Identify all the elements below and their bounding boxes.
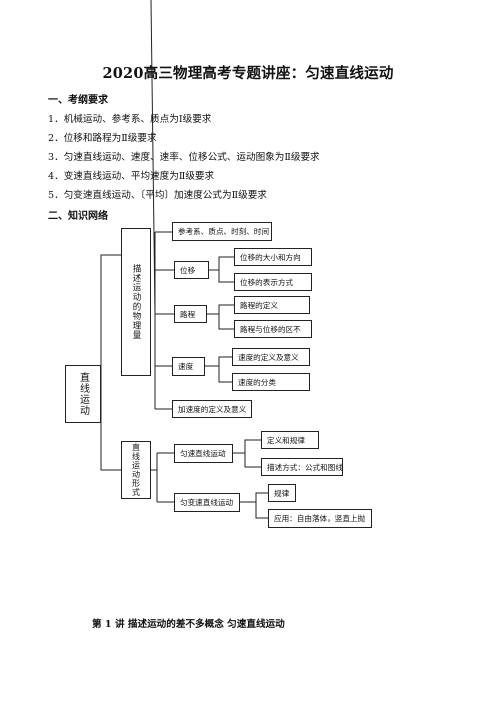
node-uniform-motion: 匀速直线运动 (174, 444, 233, 463)
connector (233, 439, 261, 454)
node-root-label: 直线运动 (77, 372, 89, 416)
node-describe-group: 描述运动的物理量 (121, 228, 151, 376)
lesson-heading: 第 1 讲 描述运动的差不多概念 匀速直线运动 (92, 619, 285, 630)
node-forms-group: 直线运动形式 (121, 441, 151, 499)
node-acceleration: 加速度的定义及意义 (172, 400, 252, 418)
node-uniform-description: 描述方式：公式和图线 (261, 458, 343, 476)
connector (150, 0, 156, 316)
node-displacement-representation: 位移的表示方式 (234, 273, 312, 291)
connector (205, 356, 232, 367)
node-uniform-acc-application: 应用：自由落体，竖直上抛 (268, 509, 372, 528)
node-forms-group-label: 直线运动形式 (131, 443, 141, 497)
connector (255, 502, 268, 519)
connector (244, 453, 261, 468)
section-heading-requirements: 一、考纲要求 (48, 95, 108, 106)
connector (100, 254, 121, 385)
node-path-definition: 路程的定义 (234, 296, 310, 314)
requirement-item: 1．机械运动、参考系、质点为Ⅰ级要求 (48, 114, 212, 125)
node-velocity-definition: 速度的定义及意义 (232, 348, 310, 366)
connector (218, 366, 232, 383)
requirement-item: 5．匀变速直线运动、〔平均〕加速度公式为Ⅱ级要求 (48, 190, 267, 201)
node-reference-frame: 参考系、质点、时刻、时间 (172, 222, 272, 241)
connector (100, 385, 121, 471)
node-path: 路程 (174, 305, 207, 323)
requirement-item: 4．变速直线运动、平均速度为Ⅱ级要求 (48, 171, 215, 182)
section-heading-knowledge-network: 二、知识网络 (48, 211, 108, 222)
node-path-vs-displacement: 路程与位移的区不 (234, 320, 312, 338)
requirement-item: 2．位移和路程为Ⅱ级要求 (48, 133, 157, 144)
document-title: 2020高三物理高考专题讲座：匀速直线运动 (102, 65, 394, 82)
node-displacement: 位移 (174, 261, 209, 279)
connector (240, 492, 268, 503)
node-root: 直线运动 (65, 365, 101, 423)
connector (218, 270, 234, 283)
node-displacement-magnitude: 位移的大小和方向 (234, 248, 312, 266)
node-velocity: 速度 (172, 357, 205, 376)
node-uniform-definition: 定义和规律 (261, 431, 319, 449)
node-uniform-acceleration: 匀变速直线运动 (174, 493, 240, 512)
node-velocity-types: 速度的分类 (232, 373, 310, 391)
connector (207, 304, 234, 315)
requirement-item: 3．匀速直线运动、速度、速率、位移公式、运动图象为Ⅱ级要求 (48, 152, 320, 163)
node-uniform-acc-law: 规律 (268, 484, 296, 502)
connector (218, 314, 234, 330)
connector (209, 256, 234, 271)
node-describe-group-label: 描述运动的物理量 (131, 264, 141, 340)
